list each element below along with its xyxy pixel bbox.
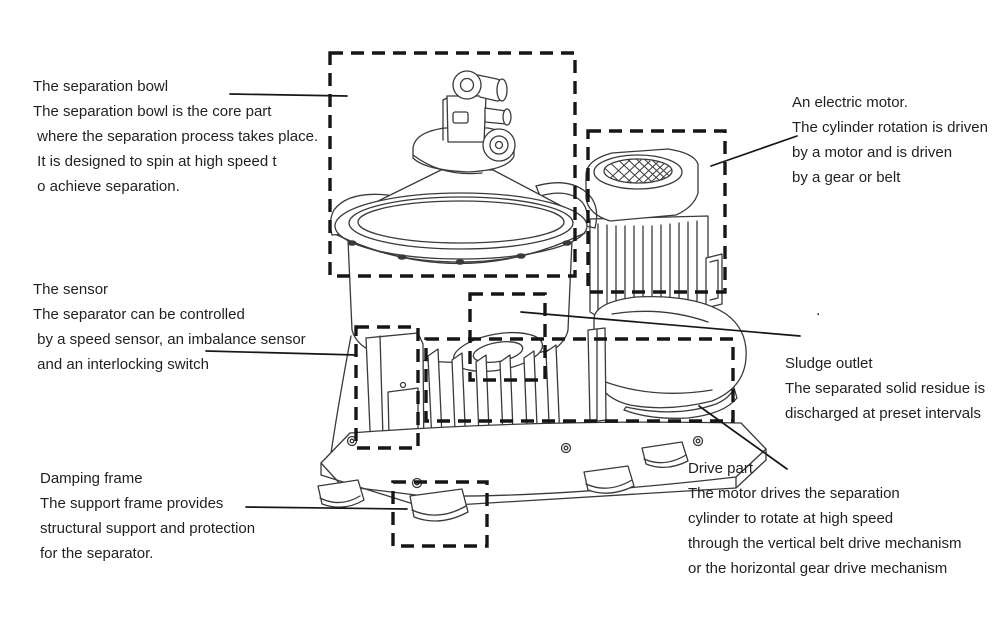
callout-separation-bowl: The separation bowl The separation bowl … xyxy=(33,74,318,199)
inlet-assembly-drawing xyxy=(412,70,516,175)
callout-heading: The sensor xyxy=(33,281,109,298)
highlight-box-electric-motor xyxy=(586,129,727,294)
callout-drive-part: Drive part The motor drives the separati… xyxy=(688,456,961,581)
callout-line: structural support and protection xyxy=(40,520,256,537)
callout-line: where the separation process takes place… xyxy=(33,128,319,145)
callout-line: through the vertical belt drive mechanis… xyxy=(688,535,962,552)
callout-line: cylinder to rotate at high speed xyxy=(688,510,894,527)
callout-line: The support frame provides xyxy=(40,495,224,512)
highlight-box-drive-part xyxy=(424,337,735,423)
callout-electric-motor: An electric motor. The cylinder rotation… xyxy=(792,90,988,190)
callout-line: by a motor and is driven xyxy=(792,144,953,161)
drive-housing-drawing xyxy=(587,295,747,423)
leader-line-electric-motor xyxy=(710,135,798,167)
bowl-rim-drawing xyxy=(334,192,588,265)
frame-left-silhouette xyxy=(329,335,352,461)
leader-line-sensor xyxy=(205,350,358,356)
callout-line: discharged at preset intervals xyxy=(785,405,981,422)
callout-line: by a speed sensor, an imbalance sensor xyxy=(33,331,306,348)
leader-line-sludge-outlet xyxy=(520,311,801,337)
callout-line: for the separator. xyxy=(40,545,154,562)
callout-sludge-outlet: Sludge outlet The separated solid residu… xyxy=(785,351,985,426)
base-frame-drawing xyxy=(317,421,767,522)
callout-line: The separator can be controlled xyxy=(33,306,245,323)
callout-line: or the horizontal gear drive mechanism xyxy=(688,560,948,577)
leader-line-drive-part xyxy=(698,405,788,470)
callout-damping-frame: Damping frame The support frame provides… xyxy=(40,466,255,566)
leader-line-damping-frame xyxy=(245,506,408,510)
callout-sensor: The sensor The separator can be controll… xyxy=(33,277,306,377)
stray-period: . xyxy=(816,302,821,319)
callout-line: The separated solid residue is xyxy=(785,380,986,397)
callout-line: by a gear or belt xyxy=(792,169,901,186)
callout-line: and an interlocking switch xyxy=(33,356,209,373)
callout-heading: Drive part xyxy=(688,460,754,477)
highlight-box-sensor xyxy=(354,325,420,450)
highlight-box-damping-frame xyxy=(391,480,489,548)
callout-line: The motor drives the separation xyxy=(688,485,900,502)
callout-line: o achieve separation. xyxy=(33,178,180,195)
leader-line-separation-bowl xyxy=(229,93,348,97)
callout-line: The separation bowl is the core part xyxy=(33,103,272,120)
callout-heading: Sludge outlet xyxy=(785,355,873,372)
callout-heading: An electric motor. xyxy=(792,94,908,111)
callout-line: The cylinder rotation is driven xyxy=(792,119,988,136)
highlight-box-sludge-outlet xyxy=(468,292,547,382)
base-bolts xyxy=(346,435,704,489)
callout-heading: The separation bowl xyxy=(33,78,169,95)
callout-line: It is designed to spin at high speed t xyxy=(33,153,277,170)
highlight-box-separation-bowl xyxy=(328,51,577,278)
callout-heading: Damping frame xyxy=(40,470,143,487)
